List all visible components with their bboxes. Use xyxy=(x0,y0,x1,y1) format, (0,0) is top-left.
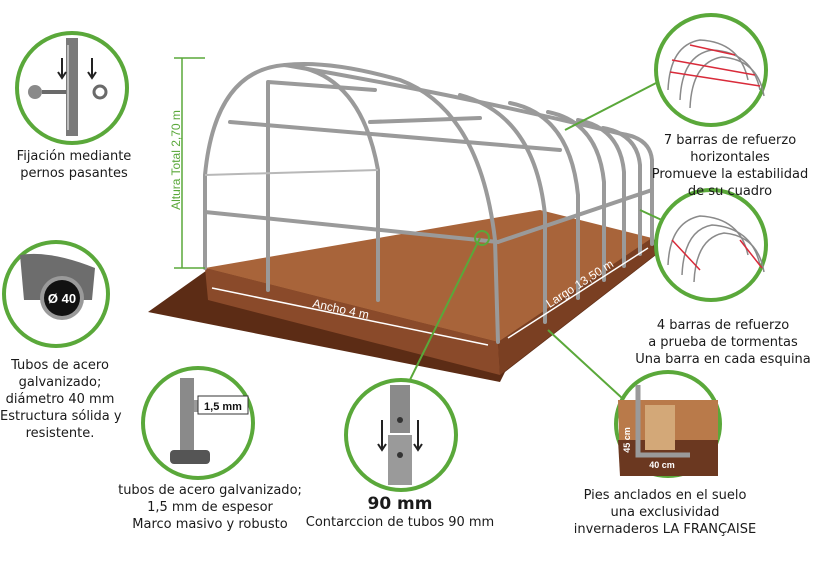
caption-line: Fijación mediante xyxy=(16,149,132,164)
diameter-label: Ø 40 xyxy=(48,291,76,306)
caption-line: Pies anclados en el suelo xyxy=(583,488,747,503)
caption-line: Tubos de acero xyxy=(11,358,109,373)
caption-line: pernos pasantes xyxy=(20,166,128,181)
storm-bars-caption: 4 barras de refuerzo a prueba de torment… xyxy=(628,317,818,368)
caption-line: a prueba de tormentas xyxy=(648,335,798,350)
caption-line: resistente. xyxy=(25,426,95,441)
bolts-detail xyxy=(15,31,129,145)
caption-line: horizontales xyxy=(690,150,770,165)
tube-thickness-caption: tubos de acero galvanizado; 1,5 mm de es… xyxy=(100,482,320,533)
horizontal-bars-caption: 7 barras de refuerzo horizontales Promue… xyxy=(640,132,820,200)
tube-diameter-detail xyxy=(2,240,110,348)
caption-line: Contarccion de tubos 90 mm xyxy=(305,515,495,530)
caption-line: de su cuadro xyxy=(687,184,773,199)
soil-bed-side xyxy=(498,238,655,375)
connection-caption: 90 mm Contarccion de tubos 90 mm xyxy=(300,494,500,531)
caption-line: invernaderos LA FRANÇAISE xyxy=(573,522,757,537)
connection-size: 90 mm xyxy=(367,494,433,514)
thickness-label: 1,5 mm xyxy=(204,401,242,413)
frame-inner-lines xyxy=(204,169,379,176)
caliper-detail xyxy=(141,366,255,480)
caption-line: 4 barras de refuerzo xyxy=(656,318,790,333)
bolts-caption: Fijación mediante pernos pasantes xyxy=(4,148,144,182)
connection-marker xyxy=(474,230,490,246)
tube-diameter-caption: Tubos de acero galvanizado; diámetro 40 … xyxy=(0,357,122,442)
storm-bars-detail xyxy=(654,188,768,302)
caption-line: 1,5 mm de espesor xyxy=(147,500,273,515)
dimension-lines xyxy=(174,57,205,269)
caption-line: Marco masivo y robusto xyxy=(132,517,288,532)
caption-line: Estructura sólida y xyxy=(0,409,122,424)
greenhouse-frame xyxy=(203,62,654,344)
horizontal-bars-detail xyxy=(654,13,768,127)
anchor-height-label: 45 cm xyxy=(622,427,632,453)
caption-line: Promueve la estabilidad xyxy=(651,167,809,182)
caption-line: 7 barras de refuerzo xyxy=(663,133,797,148)
leader-lines xyxy=(399,81,667,401)
height-label: Altura Total 2,70 m xyxy=(169,110,183,210)
anchors-caption: Pies anclados en el suelo una exclusivid… xyxy=(565,487,765,538)
anchor-detail xyxy=(614,370,722,478)
anchor-width-label: 40 cm xyxy=(649,460,675,470)
caption-line: Una barra en cada esquina xyxy=(635,352,811,367)
soil-bed-top xyxy=(205,210,652,342)
caption-line: diámetro 40 mm xyxy=(5,392,115,407)
caption-line: tubos de acero galvanizado; xyxy=(118,483,302,498)
ground-dimension-lines xyxy=(211,247,649,346)
connection-detail xyxy=(344,378,458,492)
caption-line: galvanizado; xyxy=(18,375,102,390)
caption-line: una exclusividad xyxy=(610,505,720,520)
